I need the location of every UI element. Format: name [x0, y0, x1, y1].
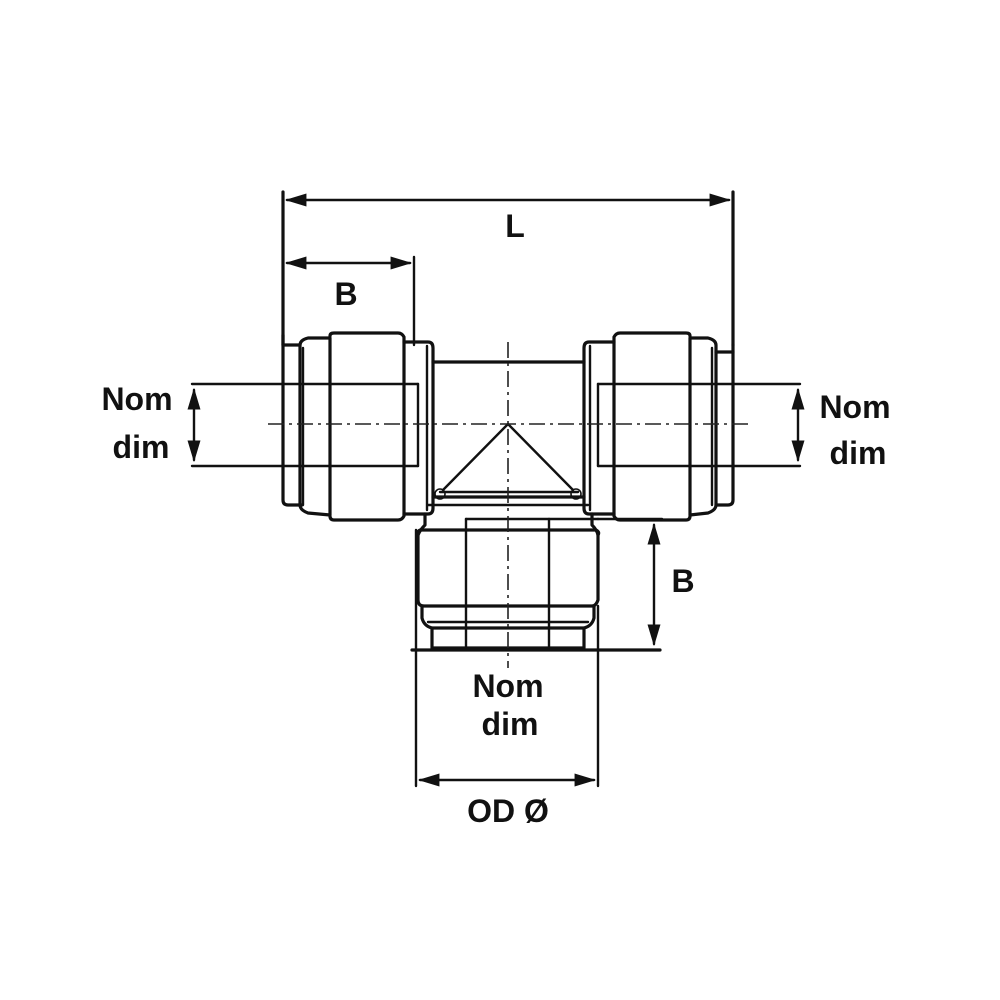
label-od: OD Ø — [467, 793, 549, 829]
label-B-top: B — [334, 276, 357, 312]
bore-lines-horizontal — [190, 382, 802, 468]
centerlines — [268, 342, 752, 668]
tee-body — [431, 360, 586, 500]
dimension-L — [281, 190, 735, 347]
right-port — [582, 331, 735, 522]
label-L: L — [505, 208, 525, 244]
label-B-side: B — [671, 563, 694, 599]
bottom-port — [410, 503, 662, 652]
label-nom-left-2: dim — [113, 429, 170, 465]
label-nom-right-1: Nom — [819, 389, 890, 425]
label-nom-bottom-2: dim — [482, 706, 539, 742]
label-nom-bottom-1: Nom — [472, 668, 543, 704]
left-port — [281, 331, 435, 522]
dimension-B-top — [284, 255, 416, 347]
dimension-OD — [414, 528, 600, 788]
label-nom-right-2: dim — [830, 435, 887, 471]
label-nom-left-1: Nom — [101, 381, 172, 417]
dimension-B-side — [596, 517, 664, 647]
